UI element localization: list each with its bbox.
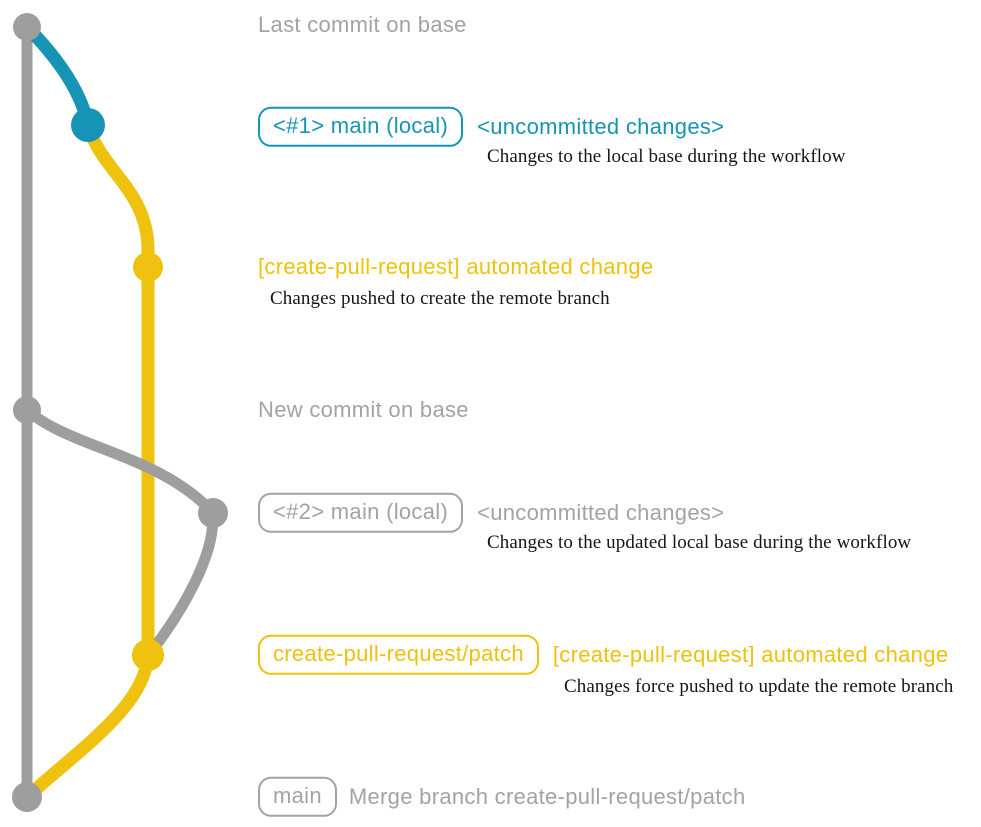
commit1-message: <uncommitted changes> xyxy=(477,113,725,139)
row-commit3: <#2> main (local) <uncommitted changes> xyxy=(258,492,725,534)
local-main-branch-line-1 xyxy=(20,20,95,132)
new-commit-label: New commit on base xyxy=(258,397,469,422)
row-commit1-description: Changes to the local base during the wor… xyxy=(487,146,846,168)
commit-dot-merge-commit xyxy=(12,782,42,812)
commit2-message: [create-pull-request] automated change xyxy=(258,254,654,279)
branch-tag-main: main xyxy=(258,776,337,818)
row-commit3-description: Changes to the updated local base during… xyxy=(487,532,911,554)
commit-dot-automated-change-force xyxy=(132,639,164,671)
row-commit4-description: Changes force pushed to update the remot… xyxy=(564,676,953,698)
local-main-branch-line-2 xyxy=(21,404,219,659)
branch-tag-create-pull-request-patch: create-pull-request/patch xyxy=(258,634,539,676)
commit4-description: Changes force pushed to update the remot… xyxy=(564,676,954,697)
branch-tag-main-local-2: <#2> main (local) xyxy=(258,492,464,534)
commit4-message: [create-pull-request] automated change xyxy=(552,641,949,667)
row-commit2: [create-pull-request] automated change xyxy=(258,254,653,280)
row-new-commit: New commit on base xyxy=(258,397,469,423)
commit-dot-automated-change xyxy=(133,252,163,282)
row-last-commit: Last commit on base xyxy=(258,12,467,38)
commit1-description: Changes to the local base during the wor… xyxy=(487,146,846,167)
commit-dot-local-main-2 xyxy=(198,498,228,528)
row-merge-commit: main Merge branch create-pull-request/pa… xyxy=(258,776,746,818)
commit-dot-local-main-1 xyxy=(71,108,105,142)
commit-dot-new-commit-on-base xyxy=(13,396,41,424)
commit-dot-last-commit-on-base xyxy=(13,13,41,41)
row-commit1: <#1> main (local) <uncommitted changes> xyxy=(258,106,725,148)
merge-commit-message: Merge branch create-pull-request/patch xyxy=(348,783,746,809)
commit3-message: <uncommitted changes> xyxy=(477,499,725,525)
last-commit-label: Last commit on base xyxy=(258,12,467,37)
patch-merge-line xyxy=(20,648,155,804)
commit2-description: Changes pushed to create the remote bran… xyxy=(270,288,610,309)
row-commit4: create-pull-request/patch [create-pull-r… xyxy=(258,634,949,676)
patch-branch-line xyxy=(81,118,155,662)
commit3-description: Changes to the updated local base during… xyxy=(487,532,912,553)
branch-tag-main-local-1: <#1> main (local) xyxy=(258,106,464,148)
row-commit2-description: Changes pushed to create the remote bran… xyxy=(270,288,610,310)
